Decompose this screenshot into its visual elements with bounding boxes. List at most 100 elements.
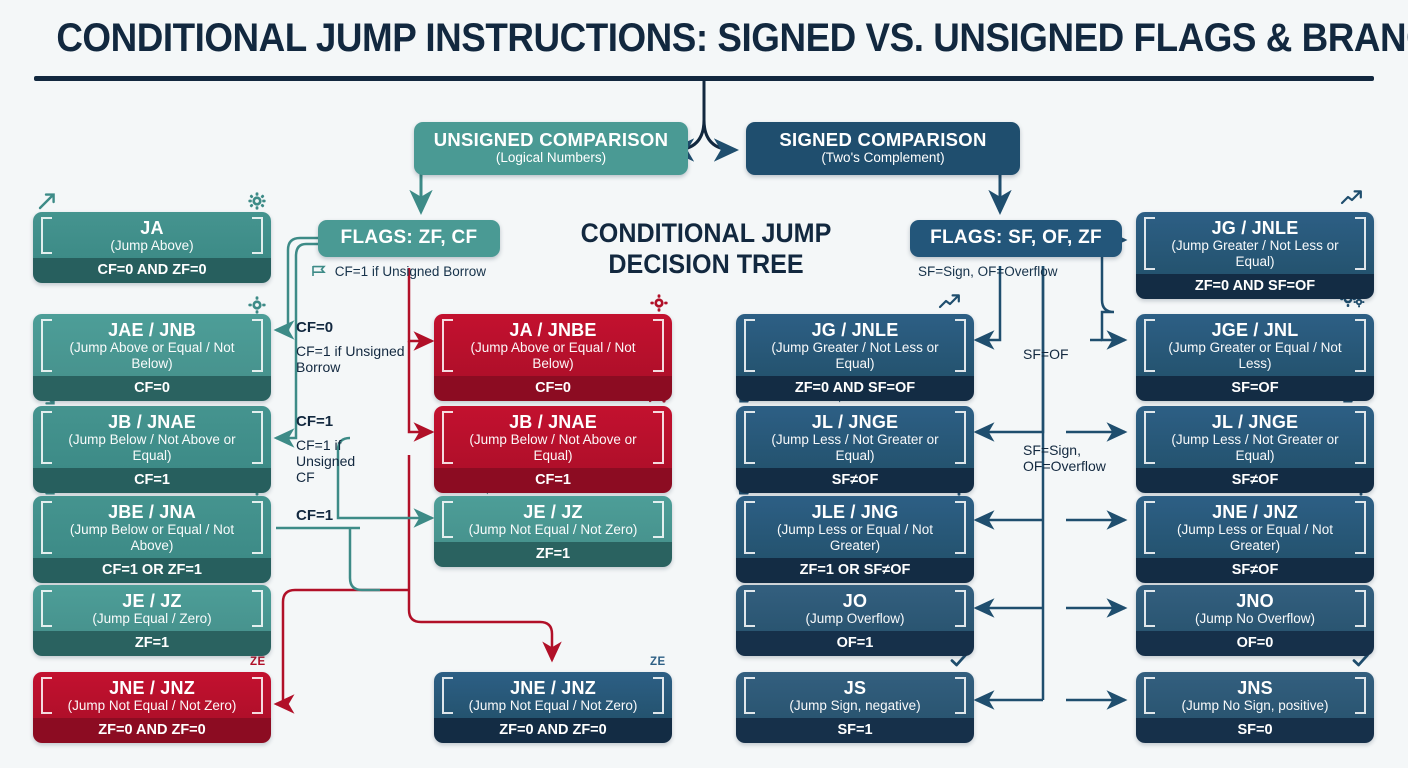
node-title: JNE / JNZ	[109, 678, 195, 698]
node-title: JG / JNLE	[811, 320, 899, 340]
node-title: JA / JNBE	[509, 320, 597, 340]
node-flags: ZF=0 AND ZF=0	[434, 718, 672, 743]
edge-label-cf0-note: CF=1 if Unsigned Borrow	[296, 343, 405, 375]
node-subtitle: (Jump Below or Equal / Not Above)	[69, 522, 235, 553]
unsigned-comparison-title: UNSIGNED COMPARISON	[433, 129, 669, 150]
node-jne-jnz-mid[interactable]: JNE / JNZ(Jump Not Equal / Not Zero) ZF=…	[434, 672, 672, 743]
trending-up-icon	[938, 292, 962, 312]
signed-flags-pill[interactable]: FLAGS: SF, OF, ZF	[910, 220, 1122, 257]
node-jb-jnae-mid[interactable]: JB / JNAE(Jump Below / Not Above or Equa…	[434, 406, 672, 493]
node-jl-jnge-mid[interactable]: JL / JNGE(Jump Less / Not Greater or Equ…	[736, 406, 974, 493]
node-subtitle: (Jump Overflow)	[805, 611, 905, 626]
node-jle-jng[interactable]: JLE / JNG(Jump Less or Equal / Not Great…	[736, 496, 974, 583]
node-title: JL / JNGE	[811, 412, 899, 432]
edge-label-cf0: CF=0	[296, 319, 334, 336]
node-jns[interactable]: JNS(Jump No Sign, positive) SF=0	[1136, 672, 1374, 743]
node-subtitle: (Jump Less / Not Greater or Equal)	[1171, 432, 1339, 463]
signed-flags-label: FLAGS: SF, OF, ZF	[930, 227, 1102, 248]
node-subtitle: (Jump Greater / Not Less or Equal)	[1171, 238, 1339, 269]
node-flags: ZF=0 AND SF=OF	[736, 376, 974, 401]
node-flags: ZF=0 AND ZF=0	[33, 718, 271, 743]
node-flags: CF=1 OR ZF=1	[33, 558, 271, 583]
edge-label-sf-sign-note: SF=Sign, OF=Overflow	[1023, 442, 1106, 474]
edge-label-sf-of: SF=OF	[1023, 346, 1069, 362]
node-flags: CF=1	[33, 468, 271, 493]
node-jne-jnz-left[interactable]: JNE / JNZ(Jump Not Equal / Not Zero) ZF=…	[33, 672, 271, 743]
node-ja[interactable]: JA(Jump Above) CF=0 AND ZF=0	[33, 212, 271, 283]
node-subtitle: (Jump Less or Equal / Not Greater)	[776, 522, 934, 553]
node-title: JNE / JNZ	[510, 678, 596, 698]
page-title: CONDITIONAL JUMP INSTRUCTIONS: SIGNED VS…	[56, 16, 1408, 60]
node-subtitle: (Jump Sign, negative)	[789, 698, 921, 713]
signed-comparison-title: SIGNED COMPARISON	[779, 129, 987, 150]
signed-comparison-pill[interactable]: SIGNED COMPARISON (Two's Complement)	[746, 122, 1020, 175]
node-title: JA	[140, 218, 164, 238]
node-title: JBE / JNA	[108, 502, 196, 522]
node-js[interactable]: JS(Jump Sign, negative) SF=1	[736, 672, 974, 743]
gear-icon	[248, 192, 266, 210]
signed-flags-note: SF=Sign, OF=Overflow	[918, 264, 1058, 279]
node-flags: ZF=0 AND SF=OF	[1136, 274, 1374, 299]
node-jge-jnl[interactable]: JGE / JNL(Jump Greater or Equal / Not Le…	[1136, 314, 1374, 401]
edge-label-cf1-a-note: CF=1 if Unsigned CF	[296, 437, 356, 485]
flag-icon	[312, 265, 327, 277]
node-title: JGE / JNL	[1211, 320, 1299, 340]
node-jbe-jna[interactable]: JBE / JNA(Jump Below or Equal / Not Abov…	[33, 496, 271, 583]
node-title: JNS	[1237, 678, 1273, 698]
node-subtitle: (Jump No Sign, positive)	[1181, 698, 1329, 713]
node-title: JAE / JNB	[108, 320, 196, 340]
unsigned-flags-label: FLAGS: ZF, CF	[340, 227, 478, 248]
node-title: JS	[843, 678, 867, 698]
badge-ze-mid: ZE	[650, 656, 666, 668]
node-subtitle: (Jump Not Equal / Not Zero)	[468, 522, 638, 537]
node-title: JB / JNAE	[108, 412, 196, 432]
node-flags: SF=OF	[1136, 376, 1374, 401]
node-flags: ZF=1	[33, 631, 271, 656]
unsigned-comparison-note: (Logical Numbers)	[495, 150, 607, 165]
node-flags: OF=0	[1136, 631, 1374, 656]
unsigned-flags-pill[interactable]: FLAGS: ZF, CF	[318, 220, 500, 257]
node-subtitle: (Jump Less / Not Greater or Equal)	[771, 432, 939, 463]
arrow-up-right-icon	[36, 190, 58, 212]
gear-icon	[248, 296, 266, 314]
node-jae-jnb[interactable]: JAE / JNB(Jump Above or Equal / Not Belo…	[33, 314, 271, 401]
node-subtitle: (Jump Not Equal / Not Zero)	[468, 698, 638, 713]
unsigned-comparison-pill[interactable]: UNSIGNED COMPARISON (Logical Numbers)	[414, 122, 688, 175]
trending-up-icon	[1340, 188, 1364, 208]
node-flags: SF=1	[736, 718, 974, 743]
signed-comparison-note: (Two's Complement)	[821, 150, 945, 165]
node-title: JNO	[1236, 591, 1274, 611]
badge-ze-left: ZE	[250, 656, 266, 668]
node-je-jz[interactable]: JE / JZ(Jump Equal / Zero) ZF=1	[33, 585, 271, 656]
node-jo[interactable]: JO(Jump Overflow) OF=1	[736, 585, 974, 656]
node-jg-jnle-right[interactable]: JG / JNLE(Jump Greater / Not Less or Equ…	[1136, 212, 1374, 299]
node-subtitle: (Jump Below / Not Above or Equal)	[469, 432, 637, 463]
node-title: JE / JZ	[122, 591, 182, 611]
node-flags: ZF=1	[434, 542, 672, 567]
node-flags: SF=0	[1136, 718, 1374, 743]
node-jg-jnle-mid[interactable]: JG / JNLE(Jump Greater / Not Less or Equ…	[736, 314, 974, 401]
node-flags: OF=1	[736, 631, 974, 656]
node-jno[interactable]: JNO(Jump No Overflow) OF=0	[1136, 585, 1374, 656]
node-subtitle: (Jump Equal / Zero)	[92, 611, 212, 626]
node-je-jz-mid[interactable]: JE / JZ(Jump Not Equal / Not Zero) ZF=1	[434, 496, 672, 567]
center-heading-line1: CONDITIONAL JUMP	[580, 218, 832, 248]
edge-label-cf1-b: CF=1	[296, 507, 334, 524]
node-flags: CF=0 AND ZF=0	[33, 258, 271, 283]
title-underline	[34, 76, 1374, 81]
node-jne-jnz-right[interactable]: JNE / JNZ(Jump Less or Equal / Not Great…	[1136, 496, 1374, 583]
node-title: JE / JZ	[523, 502, 583, 522]
node-title: JG / JNLE	[1211, 218, 1299, 238]
node-flags: SF≠OF	[1136, 558, 1374, 583]
node-title: JLE / JNG	[811, 502, 899, 522]
node-subtitle: (Jump Above)	[110, 238, 194, 253]
node-subtitle: (Jump No Overflow)	[1194, 611, 1316, 626]
node-title: JB / JNAE	[509, 412, 597, 432]
node-jb-jnae[interactable]: JB / JNAE(Jump Below / Not Above or Equa…	[33, 406, 271, 493]
node-ja-jnbe[interactable]: JA / JNBE(Jump Above or Equal / Not Belo…	[434, 314, 672, 401]
node-flags: SF≠OF	[736, 468, 974, 493]
node-jl-jnge-right[interactable]: JL / JNGE(Jump Less / Not Greater or Equ…	[1136, 406, 1374, 493]
check-icon	[1352, 652, 1370, 668]
node-title: JL / JNGE	[1211, 412, 1299, 432]
